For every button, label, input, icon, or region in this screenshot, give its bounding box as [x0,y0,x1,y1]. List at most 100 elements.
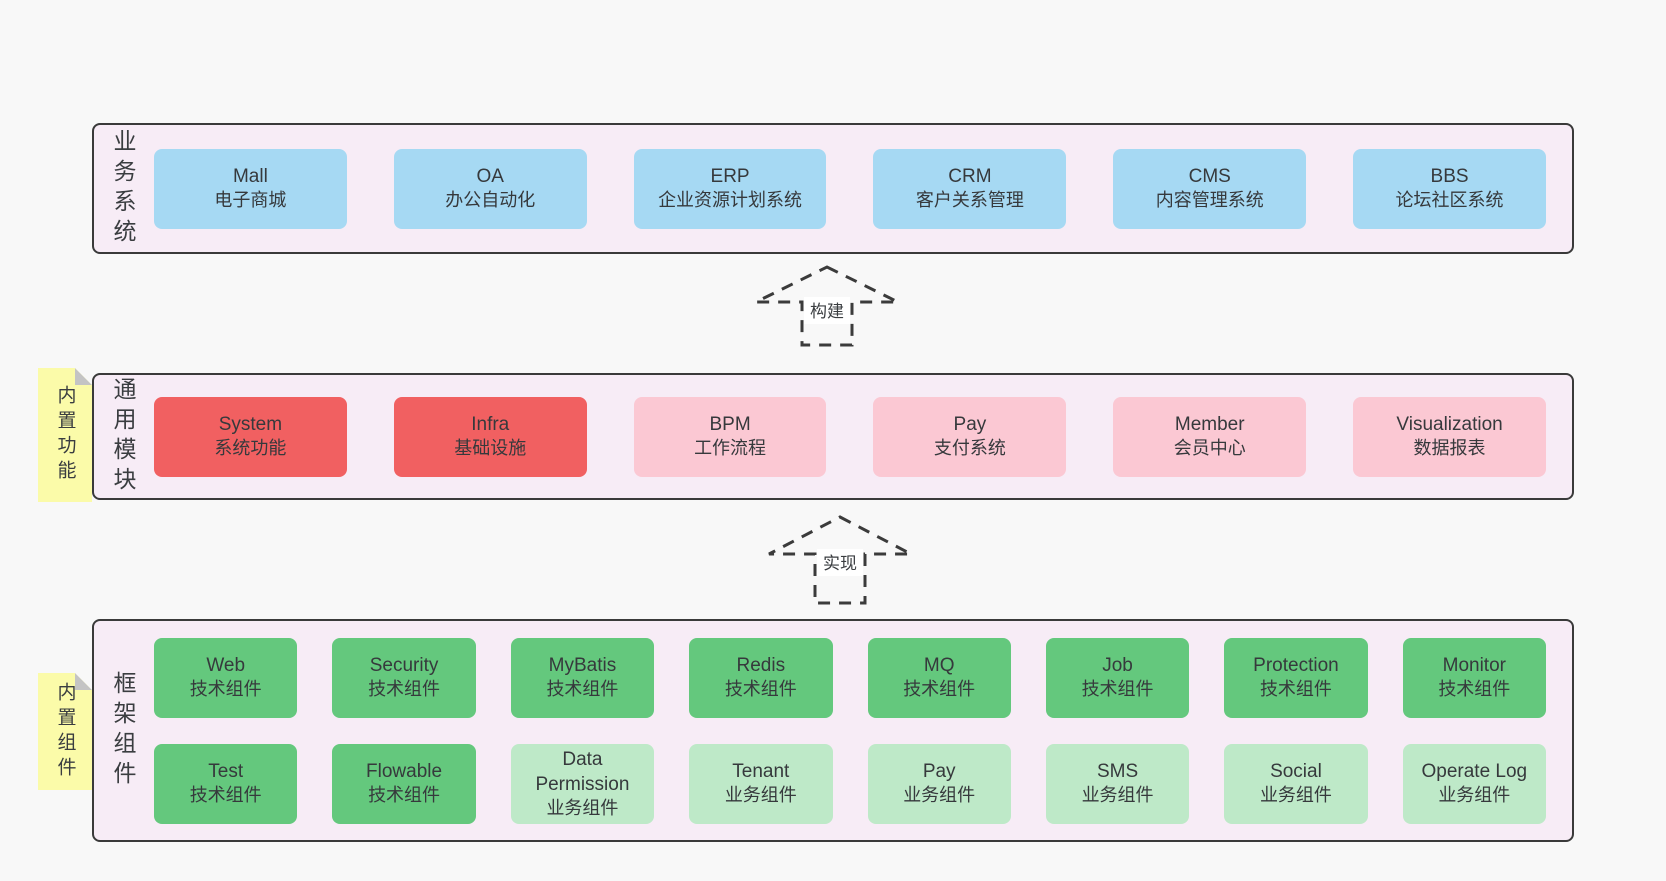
box-cms: CMS 内容管理系统 [1113,148,1307,229]
note-text: 内置组件 [54,681,76,782]
box-title: Monitor [1442,655,1506,677]
box-infra: Infra 基础设施 [393,396,587,477]
box-subtitle: 业务组件 [1259,785,1332,806]
layer-business-systems: 业务系统 Mall 电子商城 OA 办公自动化 ERP 企业资源计划系统 CRM… [92,123,1574,254]
box-subtitle: 技术组件 [546,679,619,700]
box-subtitle: 业务组件 [903,785,976,806]
box-bpm: BPM 工作流程 [633,396,827,477]
modules-box-row: System 系统功能 Infra 基础设施 BPM 工作流程 Pay 支付系统… [152,375,1572,498]
box-subtitle: 基础设施 [454,438,527,459]
box-subtitle: 技术组件 [189,679,262,700]
box-title: Data Permission [535,748,630,795]
box-bbs: BBS 论坛社区系统 [1353,148,1546,229]
box-monitor: Monitor 技术组件 [1402,637,1546,718]
box-subtitle: 技术组件 [368,679,441,700]
box-subtitle: 内容管理系统 [1155,190,1264,211]
box-oa: OA 办公自动化 [393,148,587,229]
box-subtitle: 数据报表 [1413,438,1486,459]
box-crm: CRM 客户关系管理 [873,148,1067,229]
box-visualization: Visualization 数据报表 [1353,396,1546,477]
box-data-permission: Data Permission 业务组件 [510,743,655,824]
box-title: Infra [471,414,510,436]
box-title: Visualization [1396,414,1503,436]
box-title: Job [1102,655,1133,677]
box-mybatis: MyBatis 技术组件 [510,637,655,718]
box-pay-component: Pay 业务组件 [867,743,1011,824]
box-tenant: Tenant 业务组件 [689,743,833,824]
box-subtitle: 论坛社区系统 [1395,190,1504,211]
note-built-in-features: 内置功能 [38,368,92,502]
box-title: SMS [1096,761,1139,783]
box-subtitle: 办公自动化 [445,190,536,211]
box-title: Tenant [732,761,790,783]
box-subtitle: 客户关系管理 [915,190,1024,211]
framework-row-1: Web 技术组件 Security 技术组件 MyBatis 技术组件 Redi… [154,637,1546,718]
box-subtitle: 业务组件 [1081,785,1154,806]
box-sms: SMS 业务组件 [1045,743,1190,824]
box-title: Social [1270,761,1322,783]
box-security: Security 技术组件 [332,637,476,718]
box-title: OA [476,166,504,188]
box-title: BPM [709,414,751,436]
box-mall: Mall 电子商城 [154,148,347,229]
box-pay-system: Pay 支付系统 [873,396,1067,477]
build-arrow-icon: 构建 [755,265,899,347]
layer-modules-label: 通用模块 [110,376,136,497]
box-subtitle: 电子商城 [214,190,287,211]
business-box-row: Mall 电子商城 OA 办公自动化 ERP 企业资源计划系统 CRM 客户关系… [152,125,1572,252]
layer-common-modules: 通用模块 System 系统功能 Infra 基础设施 BPM 工作流程 Pay… [92,373,1574,500]
box-subtitle: 系统功能 [214,438,287,459]
box-subtitle: 技术组件 [189,785,262,806]
box-subtitle: 支付系统 [933,438,1006,459]
box-title: MyBatis [548,655,617,677]
box-protection: Protection 技术组件 [1224,637,1368,718]
box-title: System [218,414,283,436]
note-text: 内置功能 [54,385,76,485]
build-arrow-label: 构建 [810,302,844,321]
folded-corner-icon [75,673,92,690]
box-title: Pay [953,414,987,436]
box-title: Mall [232,166,268,188]
box-subtitle: 工作流程 [694,438,767,459]
framework-rows: Web 技术组件 Security 技术组件 MyBatis 技术组件 Redi… [152,621,1572,840]
box-mq: MQ 技术组件 [867,637,1011,718]
box-title: Flowable [366,761,443,783]
box-title: CMS [1188,166,1231,188]
framework-row-2: Test 技术组件 Flowable 技术组件 Data Permission … [154,743,1546,824]
folded-corner-icon [75,368,92,385]
box-title: Redis [736,655,786,677]
box-subtitle: 技术组件 [903,679,976,700]
box-title: Operate Log [1421,761,1528,783]
arrow-label-bg [817,549,863,576]
implement-arrow-icon: 实现 [768,515,912,605]
box-title: Pay [922,761,956,783]
layer-framework-label: 框架组件 [110,670,136,791]
box-subtitle: 会员中心 [1173,438,1246,459]
box-title: CRM [948,166,992,188]
box-title: ERP [710,166,750,188]
box-web: Web 技术组件 [154,637,298,718]
box-title: Test [208,761,244,783]
box-erp: ERP 企业资源计划系统 [633,148,827,229]
arrow-label-bg [804,297,850,324]
box-subtitle: 业务组件 [724,785,797,806]
box-job: Job 技术组件 [1045,637,1190,718]
box-title: MQ [923,655,955,677]
box-title: Member [1174,414,1245,436]
box-subtitle: 业务组件 [546,797,619,818]
box-title: Security [369,655,439,677]
box-subtitle: 企业资源计划系统 [658,190,803,211]
box-title: Web [206,655,246,677]
layer-framework-components: 框架组件 Web 技术组件 Security 技术组件 MyBatis 技术组件… [92,619,1574,842]
box-subtitle: 技术组件 [368,785,441,806]
box-subtitle: 技术组件 [724,679,797,700]
box-flowable: Flowable 技术组件 [332,743,476,824]
box-subtitle: 技术组件 [1438,679,1511,700]
implement-arrow-label: 实现 [823,554,857,573]
box-title: BBS [1430,166,1469,188]
box-system: System 系统功能 [154,396,347,477]
box-member: Member 会员中心 [1113,396,1307,477]
box-social: Social 业务组件 [1224,743,1368,824]
box-redis: Redis 技术组件 [689,637,833,718]
